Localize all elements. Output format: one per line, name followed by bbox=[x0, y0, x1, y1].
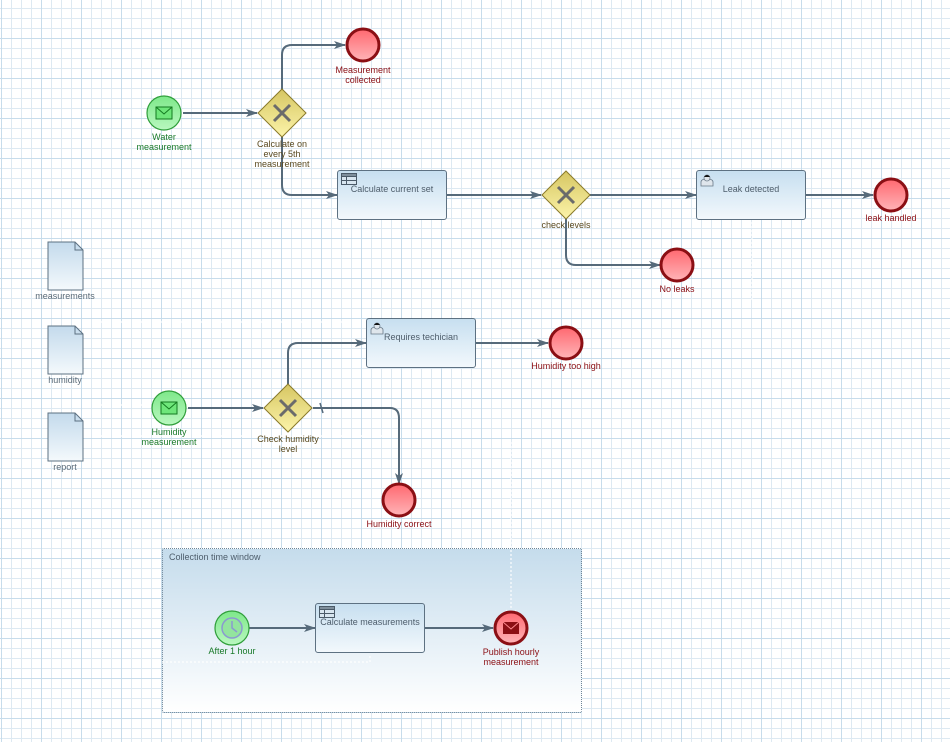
end-event-no-leaks[interactable] bbox=[659, 247, 695, 283]
label-gateway-check-levels: check levels bbox=[541, 220, 591, 230]
label-data-measurements: measurements bbox=[35, 291, 95, 301]
user-task-icon bbox=[700, 174, 714, 187]
label-publish-hourly: Publish hourly measurement bbox=[482, 647, 540, 667]
gateway-calculate-every-5th[interactable] bbox=[257, 88, 307, 138]
label-humidity-too-high: Humidity too high bbox=[531, 361, 601, 371]
x-icon bbox=[272, 103, 292, 123]
label-after-1-hour: After 1 hour bbox=[208, 646, 256, 656]
task-requires-technician[interactable]: Requires techician bbox=[366, 318, 476, 368]
default-flow-marker bbox=[319, 402, 324, 414]
gateway-check-humidity[interactable] bbox=[263, 383, 313, 433]
label-gateway-calculate-every-5th: Calculate on every 5th measurement bbox=[254, 139, 310, 169]
task-label: Calculate measurements bbox=[320, 617, 420, 627]
label-humidity-correct: Humidity correct bbox=[366, 519, 432, 529]
business-rule-icon bbox=[341, 173, 357, 185]
label-gateway-check-humidity: Check humidity level bbox=[257, 434, 319, 454]
end-event-leak-handled[interactable] bbox=[873, 177, 909, 213]
flow-gateway-to-technician bbox=[287, 339, 367, 384]
task-leak-detected[interactable]: Leak detected bbox=[696, 170, 806, 220]
clock-icon bbox=[221, 617, 243, 639]
association-line bbox=[162, 655, 371, 663]
envelope-icon bbox=[160, 401, 178, 415]
flow-gateway-to-calc-set bbox=[281, 137, 338, 199]
data-object-humidity[interactable] bbox=[47, 325, 84, 375]
user-task-icon bbox=[370, 322, 384, 335]
task-calculate-measurements[interactable]: Calculate measurements bbox=[315, 603, 425, 653]
label-measurement-collected: Measurement collected bbox=[335, 65, 391, 85]
end-event-publish-hourly[interactable] bbox=[493, 610, 529, 646]
flow-check-to-noleaks bbox=[565, 219, 661, 269]
start-event-after-1-hour[interactable] bbox=[214, 610, 250, 646]
label-humidity-measurement: Humidity measurement bbox=[141, 427, 197, 447]
x-icon bbox=[556, 185, 576, 205]
start-event-water-measurement[interactable] bbox=[146, 95, 182, 131]
label-water-measurement: Water measurement bbox=[136, 132, 192, 152]
start-event-humidity-measurement[interactable] bbox=[151, 390, 187, 426]
data-object-measurements[interactable] bbox=[47, 241, 84, 291]
business-rule-icon bbox=[319, 606, 335, 618]
task-label: Requires techician bbox=[383, 332, 459, 342]
end-event-humidity-too-high[interactable] bbox=[548, 325, 584, 361]
gateway-check-levels[interactable] bbox=[541, 170, 591, 220]
envelope-icon bbox=[502, 621, 520, 634]
data-object-report[interactable] bbox=[47, 412, 84, 462]
subprocess-title: Collection time window bbox=[169, 552, 261, 562]
task-label: Calculate current set bbox=[350, 184, 434, 194]
flow-gateway-to-collected bbox=[281, 41, 346, 90]
task-calculate-current-set[interactable]: Calculate current set bbox=[337, 170, 447, 220]
label-data-humidity: humidity bbox=[48, 375, 82, 385]
task-label: Leak detected bbox=[722, 184, 780, 194]
label-leak-handled: leak handled bbox=[865, 213, 917, 223]
label-data-report: report bbox=[53, 462, 77, 472]
x-icon bbox=[278, 398, 298, 418]
flow-gateway-to-correct bbox=[313, 407, 403, 485]
end-event-humidity-correct[interactable] bbox=[381, 482, 417, 518]
end-event-measurement-collected[interactable] bbox=[345, 27, 381, 63]
label-no-leaks: No leaks bbox=[659, 284, 695, 294]
envelope-icon bbox=[155, 106, 173, 120]
